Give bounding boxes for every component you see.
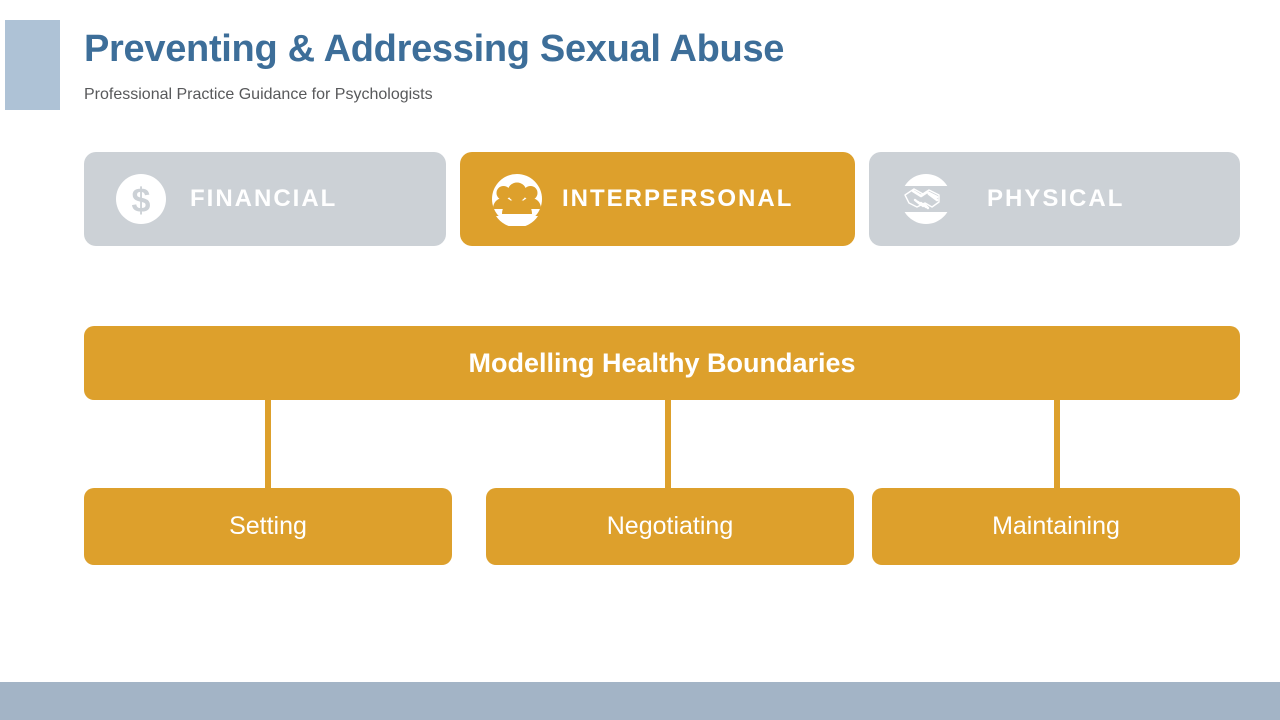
category-pill-label: PHYSICAL bbox=[987, 185, 1125, 212]
people-group-icon bbox=[492, 174, 542, 226]
category-pill-interpersonal[interactable]: INTERPERSONAL bbox=[460, 152, 855, 246]
chart-connector-line bbox=[1054, 400, 1060, 488]
chart-connector-line bbox=[665, 400, 671, 488]
page-title: Preventing & Addressing Sexual Abuse bbox=[84, 28, 785, 70]
chart-connector-line bbox=[265, 400, 271, 488]
header-accent-block bbox=[5, 20, 60, 110]
page-subtitle: Professional Practice Guidance for Psych… bbox=[84, 86, 433, 103]
dollar-sign-icon: $ bbox=[116, 174, 166, 224]
category-pill-financial[interactable]: $ FINANCIAL bbox=[84, 152, 446, 246]
chart-child-node-maintaining[interactable]: Maintaining bbox=[872, 488, 1240, 565]
category-pill-label: INTERPERSONAL bbox=[562, 185, 794, 212]
boundaries-org-chart: Modelling Healthy Boundaries Setting Neg… bbox=[0, 326, 1280, 566]
chart-child-node-setting[interactable]: Setting bbox=[84, 488, 452, 565]
category-pill-physical[interactable]: PHYSICAL bbox=[869, 152, 1240, 246]
svg-text:$: $ bbox=[132, 182, 151, 220]
handshake-icon bbox=[901, 174, 951, 224]
category-pill-row: $ FINANCIAL INTERPERSONAL bbox=[0, 152, 1280, 246]
chart-child-node-negotiating[interactable]: Negotiating bbox=[486, 488, 854, 565]
chart-root-node[interactable]: Modelling Healthy Boundaries bbox=[84, 326, 1240, 400]
footer-bar bbox=[0, 682, 1280, 720]
category-pill-label: FINANCIAL bbox=[190, 185, 338, 212]
